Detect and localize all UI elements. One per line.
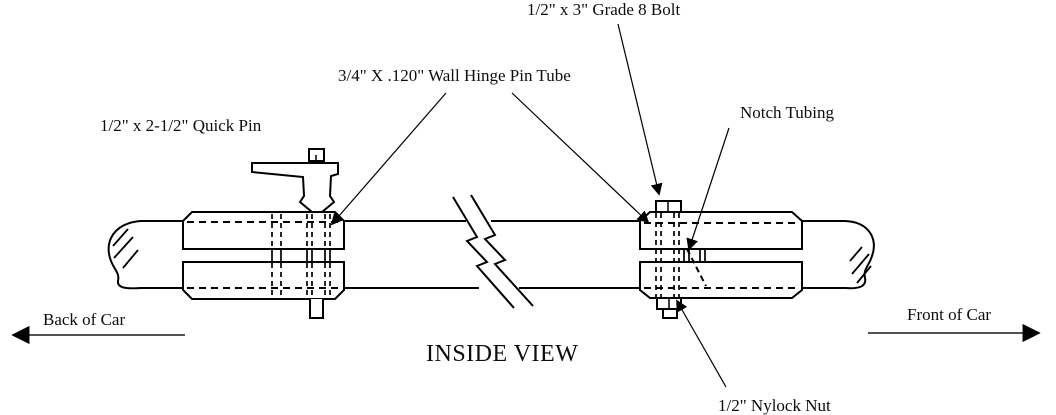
right-upper-hinge-block bbox=[639, 211, 803, 250]
leader-notch-tubing bbox=[686, 127, 730, 251]
left-hidden-tube-lines bbox=[187, 221, 340, 289]
notch-cut-line bbox=[686, 248, 707, 287]
bolt-head bbox=[655, 200, 682, 213]
label-grade8-bolt: 1/2" x 3" Grade 8 Bolt bbox=[527, 0, 681, 19]
leader-hinge-pin-tube-right bbox=[511, 92, 650, 224]
diagram-title: INSIDE VIEW bbox=[426, 341, 579, 367]
carrier-tube bbox=[140, 220, 846, 289]
label-hinge-pin-tube: 3/4" X .120" Wall Hinge Pin Tube bbox=[338, 66, 571, 85]
label-back-of-car: Back of Car bbox=[43, 310, 126, 329]
quick-pin-handle bbox=[251, 148, 339, 213]
label-front-of-car: Front of Car bbox=[907, 305, 992, 324]
leader-lines bbox=[330, 23, 730, 388]
label-nylock-nut: 1/2" Nylock Nut bbox=[718, 396, 831, 415]
label-quick-pin: 1/2" x 2-1/2" Quick Pin bbox=[100, 116, 262, 135]
right-tube-end-cap bbox=[844, 220, 875, 290]
left-upper-hinge-block bbox=[182, 211, 345, 250]
left-tube-end-cap bbox=[107, 220, 142, 290]
leader-hinge-pin-tube-left bbox=[330, 92, 447, 226]
tube-break-symbol bbox=[452, 194, 534, 309]
right-lower-hinge-block bbox=[639, 261, 803, 299]
direction-arrows bbox=[11, 323, 1041, 345]
label-notch-tubing: Notch Tubing bbox=[740, 103, 834, 122]
leader-nylock-nut bbox=[676, 299, 727, 388]
left-gap-pin-lines bbox=[271, 249, 331, 262]
left-hinge-assembly bbox=[182, 148, 345, 319]
right-hinge-assembly bbox=[639, 200, 803, 319]
leader-grade8-bolt bbox=[617, 23, 663, 196]
right-hidden-tube-lines bbox=[644, 222, 798, 289]
left-lower-hinge-block bbox=[182, 261, 345, 300]
notched-tube-gap-lines bbox=[683, 249, 706, 262]
quick-pin-tip bbox=[309, 299, 324, 319]
